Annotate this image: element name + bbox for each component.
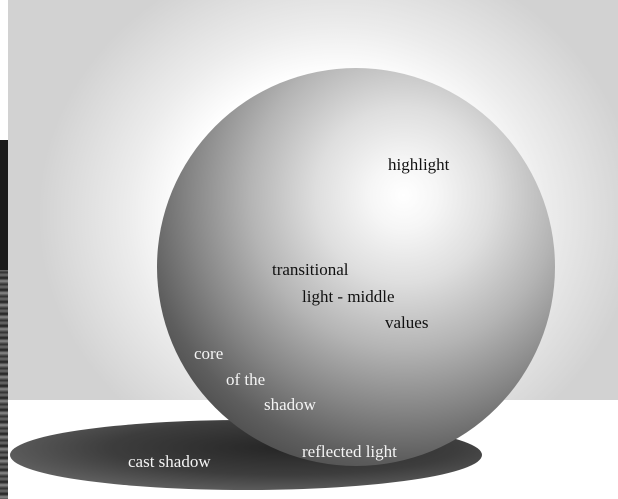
label-of-the: of the [226,371,265,388]
label-reflected-light: reflected light [302,443,397,460]
label-transitional: transitional [272,261,348,278]
left-edge-dark-strip [0,140,8,270]
shaded-sphere [157,68,555,466]
label-shadow: shadow [264,396,316,413]
label-highlight: highlight [388,156,449,173]
label-core: core [194,345,223,362]
label-values: values [385,314,428,331]
label-light-middle: light - middle [302,288,395,305]
label-cast-shadow: cast shadow [128,453,211,470]
